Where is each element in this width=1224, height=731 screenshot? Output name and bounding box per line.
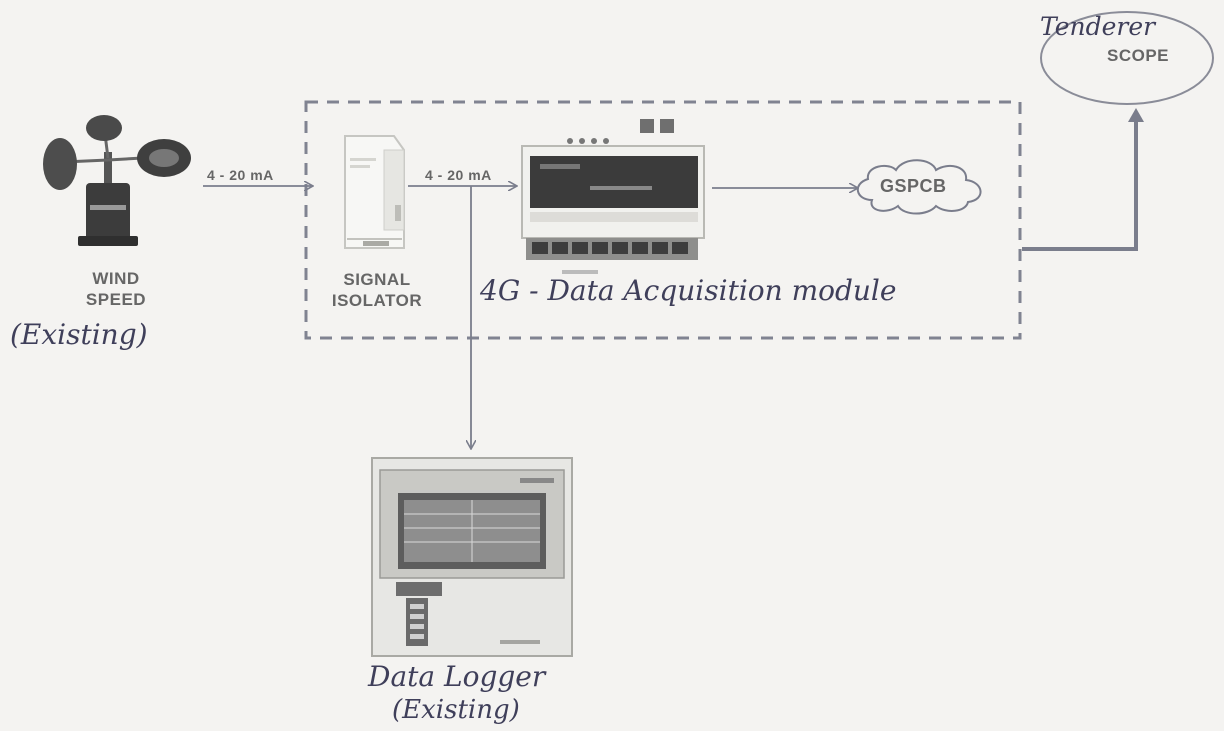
- din-rail-isolator-icon: [344, 135, 405, 249]
- isolator-title: SIGNAL ISOLATOR: [318, 269, 436, 311]
- signal-label-sensor-isolator: 4 - 20 mA: [207, 167, 274, 183]
- cloud-icon: [857, 159, 982, 215]
- isolator-title-line2: ISOLATOR: [331, 291, 423, 310]
- sensor-title-line1: WIND: [92, 269, 140, 288]
- module-label: 4G - Data Acquisition module: [480, 274, 897, 307]
- data-acquisition-module-icon: [521, 119, 705, 274]
- logger-title: Data Logger: [368, 660, 546, 693]
- data-logger-panel-icon: [371, 457, 573, 657]
- scope-arrow: [1022, 108, 1144, 251]
- sensor-status: (Existing): [10, 318, 148, 351]
- scope-boundary-box: [304, 100, 1022, 340]
- cloud-label: GSPCB: [880, 176, 947, 196]
- sensor-title-line2: SPEED: [85, 290, 147, 309]
- sensor-title: WIND SPEED: [78, 268, 154, 310]
- tenderer-scope-ellipse: [1040, 11, 1214, 105]
- signal-label-isolator-module: 4 - 20 mA: [425, 167, 492, 183]
- scope-subtitle: SCOPE: [1107, 46, 1170, 65]
- scope-title: Tenderer: [1040, 12, 1156, 41]
- anemometer-icon: [43, 115, 191, 246]
- logger-status: (Existing): [392, 695, 520, 725]
- isolator-title-line1: SIGNAL: [343, 270, 411, 289]
